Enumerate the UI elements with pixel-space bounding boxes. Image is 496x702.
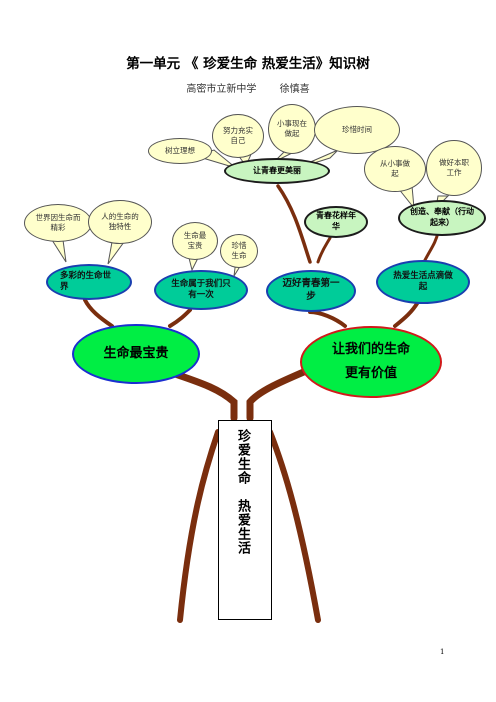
trunk-box: 珍爱生命 热爱生活 [218, 420, 272, 620]
trunk-line-2: 热爱生活 [235, 499, 250, 555]
trunk-text: 珍爱生命 热爱生活 [233, 429, 252, 555]
node-life-most-precious: 生命最宝贵 [72, 324, 200, 384]
node-youth-flower: 青春花样年华 [304, 206, 368, 238]
school-name: 高密市立新中学 [186, 84, 257, 95]
page-number: 1 [440, 648, 445, 656]
leaf-from-small-things: 从小事做起 [364, 146, 426, 192]
node-create-devote: 创造、奉献（行动起来） [398, 200, 486, 236]
node-love-life-details: 热爱生活点滴做起 [376, 260, 470, 304]
leaf-start-small-now: 小事现在做起 [268, 104, 316, 154]
leaf-enrich-self: 努力充实自己 [212, 114, 264, 158]
node-life-only-once: 生命属于我们只有一次 [154, 270, 248, 310]
node-life-more-value-line1: 让我们的生命 [331, 342, 410, 358]
node-life-more-value: 让我们的生命 更有价值 [300, 326, 442, 398]
leaf-cherish-life: 珍惜生命 [220, 234, 258, 268]
node-youth-first-step: 迈好青春第一步 [266, 270, 356, 312]
leaf-life-unique: 人的生命的独特性 [88, 200, 152, 244]
leaf-life-precious: 生命最宝贵 [172, 222, 218, 260]
subtitle: 高密市立新中学 徐慎喜 [0, 80, 496, 95]
leaf-do-job-well: 做好本职工作 [426, 140, 482, 196]
node-life-more-value-line2: 更有价值 [344, 366, 397, 381]
node-colorful-life-world: 多彩的生命世界 [46, 264, 132, 300]
trunk-line-1: 珍爱生命 [235, 429, 250, 485]
leaf-world-colorful: 世界因生命而精彩 [24, 204, 92, 242]
page-title: 第一单元 《 珍爱生命 热爱生活》知识树 [126, 56, 370, 72]
node-youth-beautiful: 让青春更美丽 [224, 158, 330, 184]
author-name: 徐慎喜 [279, 84, 310, 95]
leaf-set-ideal: 树立理想 [148, 138, 212, 164]
